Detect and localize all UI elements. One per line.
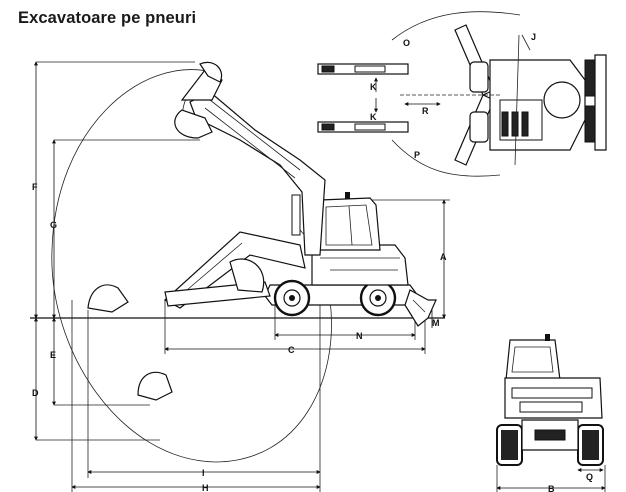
boom bbox=[189, 91, 326, 256]
label-e: E bbox=[50, 350, 56, 360]
label-c: C bbox=[288, 345, 295, 355]
label-m: M bbox=[432, 318, 440, 328]
swing-arc bbox=[391, 11, 521, 41]
label-q: Q bbox=[586, 472, 593, 482]
label-o: O bbox=[403, 38, 410, 48]
label-p: P bbox=[414, 150, 420, 160]
top-view bbox=[317, 11, 607, 177]
label-b: B bbox=[548, 484, 555, 492]
side-view bbox=[30, 61, 450, 492]
label-r: R bbox=[422, 106, 429, 116]
arm-left-straight-2 bbox=[317, 121, 409, 133]
label-g: G bbox=[50, 220, 57, 230]
bucket-max-depth bbox=[137, 371, 173, 401]
arm-left-straight bbox=[317, 63, 409, 75]
label-a: A bbox=[440, 252, 447, 262]
label-h: H bbox=[202, 483, 209, 492]
label-i: I bbox=[202, 468, 205, 478]
upper-body bbox=[311, 244, 409, 286]
raised-bucket bbox=[174, 109, 213, 139]
label-k-top: K bbox=[370, 82, 377, 92]
label-k-bottom: K bbox=[370, 112, 377, 122]
label-f: F bbox=[32, 182, 38, 192]
label-n: N bbox=[356, 331, 363, 341]
dimension-letters: F G E D I H C N A M O P J K K R Q B bbox=[32, 32, 593, 492]
bucket-ground-level bbox=[87, 284, 129, 313]
ground-bucket bbox=[229, 258, 265, 293]
front-view bbox=[496, 334, 606, 492]
raised-bucket-top bbox=[199, 61, 223, 83]
top-blade bbox=[594, 54, 607, 151]
label-d: D bbox=[32, 388, 39, 398]
page-title: Excavatoare pe pneuri bbox=[18, 9, 197, 27]
label-j: J bbox=[531, 32, 536, 42]
